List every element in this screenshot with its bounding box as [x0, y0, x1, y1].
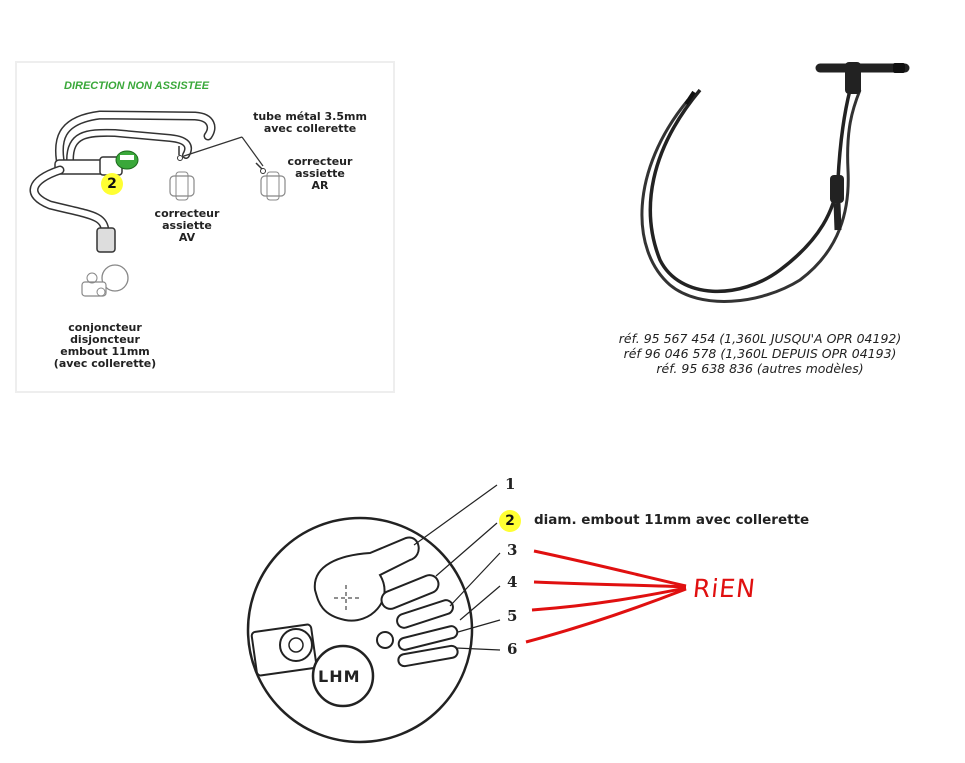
conjoncteur-line: disjoncteur [70, 333, 140, 346]
tube-label-line: tube métal 3.5mm [253, 110, 367, 123]
tube-label-line: avec collerette [263, 122, 357, 135]
conjoncteur-line: conjoncteur [68, 321, 142, 334]
correcteur-av-line: AV [178, 231, 196, 244]
conjoncteur-label: conjoncteur disjoncteur embout 11mm (ave… [40, 322, 170, 370]
item-2-description: diam. embout 11mm avec collerette [534, 512, 810, 528]
reference-item: réf. 95 638 836 (autres modèles) [656, 361, 864, 376]
handwritten-annotation: RiEN [691, 574, 758, 603]
reference-item: réf. 95 567 454 (1,360L JUSQU'A OPR 0419… [618, 331, 902, 346]
correcteur-av-line: correcteur [154, 207, 220, 220]
lhm-label: LHM [318, 667, 361, 686]
callout-4: 4 [507, 573, 518, 591]
correcteur-ar-line: AR [311, 179, 329, 192]
item-2-badge: 2 [499, 510, 521, 532]
callout-5: 5 [507, 607, 518, 625]
correcteur-av-line: assiette [162, 219, 212, 232]
tube-label: tube métal 3.5mm avec collerette [240, 111, 380, 135]
correcteur-ar-line: assiette [295, 167, 345, 180]
callout-6: 6 [507, 640, 518, 658]
item-2-badge-top: 2 [101, 173, 123, 195]
correcteur-ar-label: correcteur assiette AR [280, 156, 360, 192]
conjoncteur-line: (avec collerette) [53, 357, 157, 370]
conjoncteur-line: embout 11mm [60, 345, 150, 358]
reference-item: réf 96 046 578 (1,360L DEPUIS OPR 04193) [623, 346, 897, 361]
callout-1: 1 [505, 475, 516, 493]
correcteur-ar-line: correcteur [287, 155, 353, 168]
diagram-title: DIRECTION NON ASSISTEE [64, 80, 210, 92]
reference-list: réf. 95 567 454 (1,360L JUSQU'A OPR 0419… [580, 331, 940, 376]
correcteur-av-label: correcteur assiette AV [142, 208, 232, 244]
callout-3: 3 [507, 541, 518, 559]
